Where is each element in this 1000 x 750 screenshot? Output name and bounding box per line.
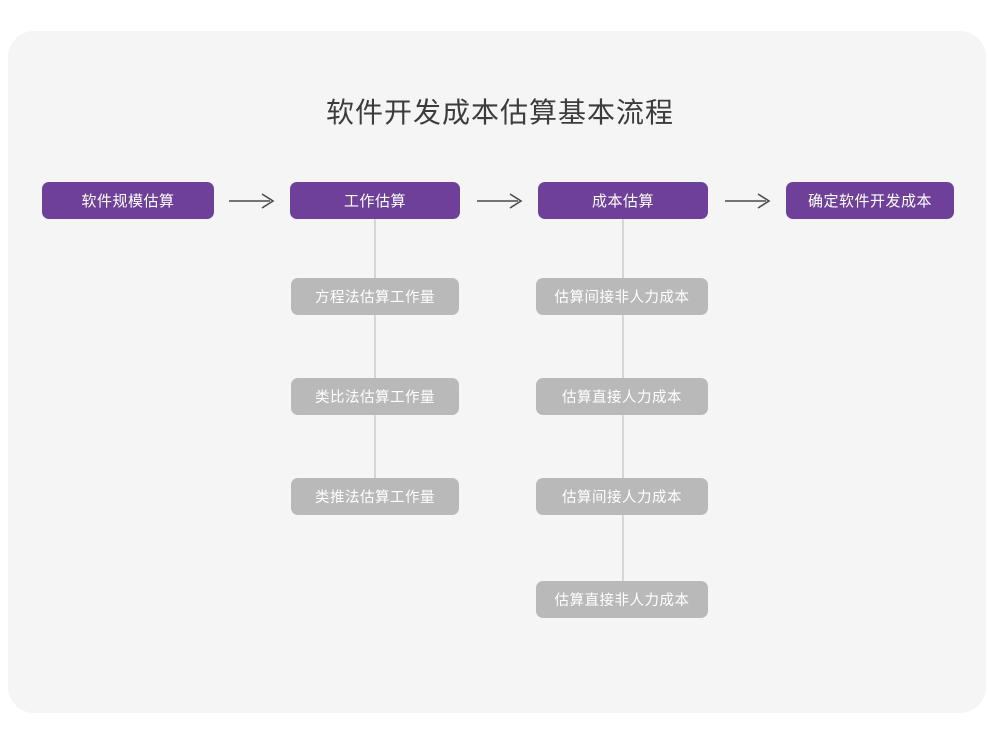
flow-node-label: 方程法估算工作量: [315, 290, 435, 306]
connector-stage3-to-sub1: [622, 207, 624, 295]
flow-node-label: 类推法估算工作量: [315, 490, 435, 506]
flow-node-label: 类比法估算工作量: [315, 390, 435, 406]
flow-node-cost-estimation[interactable]: 成本估算: [538, 182, 708, 219]
flow-node-analogy-method-effort[interactable]: 类比法估算工作量: [291, 378, 459, 415]
page-title: 软件开发成本估算基本流程: [325, 97, 674, 128]
flow-node-label: 估算间接人力成本: [562, 490, 682, 506]
connector-sub1-to-sub2-col3: [622, 307, 624, 395]
connector-sub2-to-sub3-col3: [622, 407, 624, 495]
arrow-stage2-to-stage3: [476, 190, 526, 212]
content-card: [8, 31, 986, 713]
flow-node-label: 估算间接非人力成本: [554, 290, 690, 306]
flow-node-software-scale-estimation[interactable]: 软件规模估算: [42, 182, 214, 219]
connector-sub1-to-sub2: [374, 307, 376, 395]
arrow-stage1-to-stage2: [228, 190, 278, 212]
flow-node-label: 估算直接人力成本: [562, 390, 682, 406]
flow-node-direct-nonlabor-cost[interactable]: 估算直接非人力成本: [536, 581, 708, 618]
flow-node-indirect-labor-cost[interactable]: 估算间接人力成本: [536, 478, 708, 515]
flow-node-label: 估算直接非人力成本: [554, 593, 690, 609]
connector-sub3-to-sub4-col3: [622, 507, 624, 597]
flow-node-direct-labor-cost[interactable]: 估算直接人力成本: [536, 378, 708, 415]
flow-node-label: 工作估算: [343, 193, 406, 210]
flow-node-determine-dev-cost[interactable]: 确定软件开发成本: [786, 182, 954, 219]
flow-node-label: 成本估算: [591, 193, 654, 210]
flow-node-label: 确定软件开发成本: [807, 193, 932, 210]
arrow-stage3-to-stage4: [724, 190, 774, 212]
flow-node-label: 软件规模估算: [81, 193, 175, 210]
flow-node-equation-method-effort[interactable]: 方程法估算工作量: [291, 278, 459, 315]
connector-stage2-to-sub1: [374, 207, 376, 295]
connector-sub2-to-sub3: [374, 407, 376, 495]
flow-node-inference-method-effort[interactable]: 类推法估算工作量: [291, 478, 459, 515]
flow-node-work-estimation[interactable]: 工作估算: [290, 182, 460, 219]
flow-node-indirect-nonlabor-cost[interactable]: 估算间接非人力成本: [536, 278, 708, 315]
